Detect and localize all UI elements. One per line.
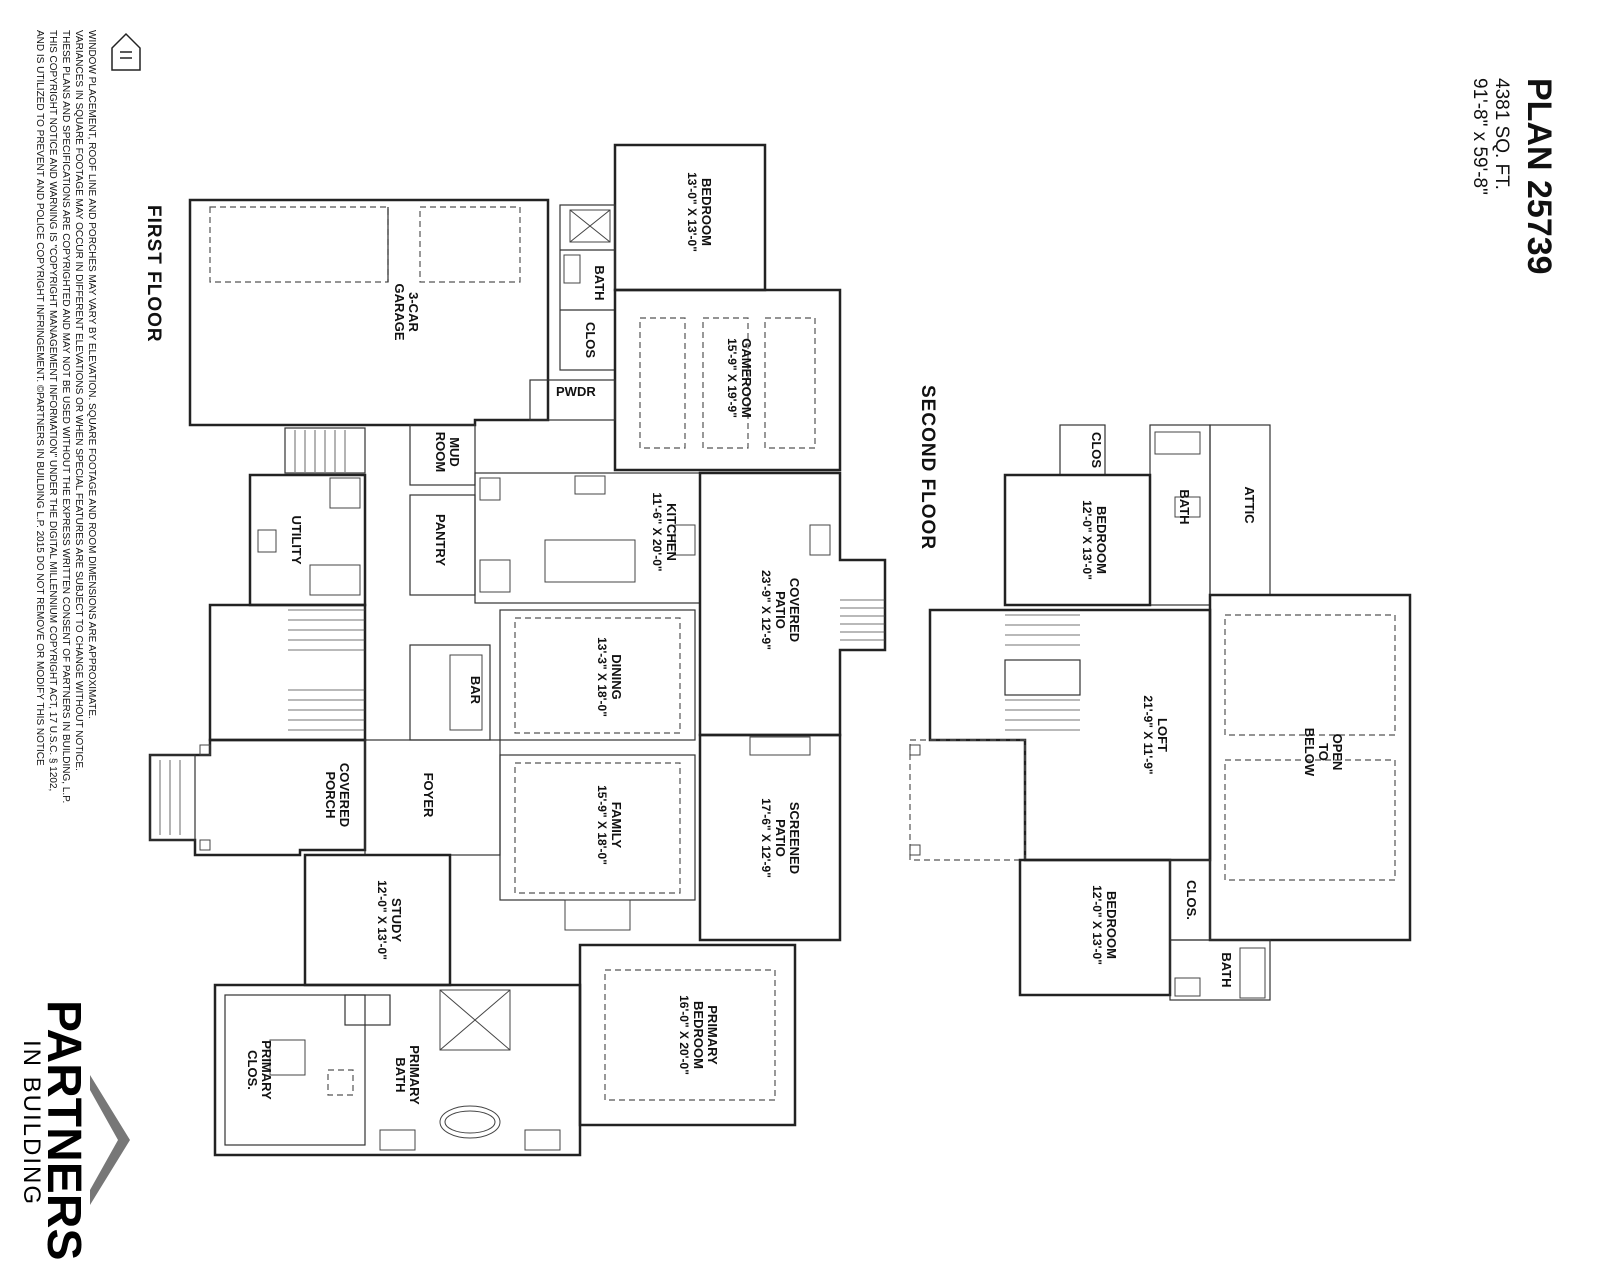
- dining-label: DINING: [609, 654, 624, 700]
- garage-label-2: GARAGE: [392, 283, 407, 340]
- kitchen-label: KITCHEN: [664, 503, 679, 561]
- note-line-1: WINDOW PLACEMENT, ROOF LINE AND PORCHES …: [86, 30, 97, 719]
- clos-rear-label: CLOS: [583, 322, 598, 358]
- note-line-5: AND IS UTILIZED TO PREVENT AND POLICE CO…: [34, 30, 45, 766]
- attic-label: ATTIC: [1242, 486, 1257, 524]
- first-floor-plan: [148, 143, 887, 1157]
- pantry-label: PANTRY: [433, 514, 448, 566]
- plan-title-block: PLAN 25739 4381 SQ. FT. 91'-8" x 59'-8": [1469, 78, 1558, 275]
- study-label: STUDY: [389, 898, 404, 942]
- screened-patio-label-2: PATIO: [773, 819, 788, 857]
- pwdr-label: PWDR: [556, 384, 596, 399]
- sf-bath-top-label: BATH: [1177, 489, 1192, 524]
- sf-bedroom-bottom-dim: 12'-0" X 13'-0": [1090, 885, 1104, 965]
- primary-bath-label-1: PRIMARY: [407, 1045, 422, 1105]
- note-line-2: VARIANCES IN SQUARE FOOTAGE MAY OCCUR IN…: [73, 30, 84, 771]
- equal-housing-icon: [111, 32, 141, 71]
- study-dim: 12'-0" X 13'-0": [375, 880, 389, 960]
- family-label: FAMILY: [609, 802, 624, 849]
- sf-bedroom-top-dim: 12'-0" X 13'-0": [1080, 500, 1094, 580]
- first-floor-title: FIRST FLOOR: [143, 205, 164, 343]
- gameroom-dim: 15'-9" X 19'-9": [725, 338, 739, 418]
- foyer-label: FOYER: [421, 773, 436, 818]
- covered-patio-label-2: PATIO: [773, 591, 788, 629]
- note-line-3: THESE PLANS AND SPECIFICATIONS ARE COPYR…: [60, 30, 71, 803]
- sf-clos-bottom-label: CLOS.: [1184, 880, 1199, 920]
- bar-label: BAR: [468, 676, 483, 705]
- screened-patio-dim: 17'-6" X 12'-9": [759, 798, 773, 878]
- covered-patio-label-1: COVERED: [787, 578, 802, 642]
- open-below-label-1: OPEN: [1330, 734, 1345, 771]
- covered-patio-dim: 23'-9" X 12'-9": [759, 570, 773, 650]
- primary-bedroom-label-2: BEDROOM: [691, 1001, 706, 1069]
- open-below-label-3: BELOW: [1302, 728, 1317, 777]
- sf-clos-label: CLOS: [1089, 432, 1104, 468]
- gameroom-label: GAMEROOM: [739, 338, 754, 417]
- partners-logo: PARTNERS IN BUILDING: [18, 1000, 130, 1260]
- primary-clos-label-1: PRIMARY: [259, 1040, 274, 1100]
- first-floor-labels: 3-CAR GARAGE BEDROOM 13'-0" X 13'-0" BAT…: [245, 172, 802, 1105]
- sf-bedroom-top-label: BEDROOM: [1094, 506, 1109, 574]
- primary-bedroom-label-1: PRIMARY: [705, 1005, 720, 1065]
- primary-bedroom-dim: 16'-0" X 20'-0": [677, 995, 691, 1075]
- brand-name: PARTNERS: [37, 1000, 90, 1260]
- kitchen-dim: 11'-6" X 20'-0": [650, 492, 664, 571]
- dining-dim: 13'-3" X 18'-0": [595, 637, 609, 717]
- second-floor-title: SECOND FLOOR: [917, 385, 938, 550]
- sf-bath-bottom-label: BATH: [1219, 952, 1234, 987]
- covered-porch-label-1: COVERED: [337, 763, 352, 827]
- loft-label: LOFT: [1155, 718, 1170, 752]
- sf-bedroom-bottom-label: BEDROOM: [1104, 891, 1119, 959]
- garage-label-1: 3-CAR: [406, 292, 421, 332]
- open-below-label-2: TO: [1316, 743, 1331, 761]
- chevron-logo-icon: [90, 1075, 130, 1205]
- mud-label-1: MUD: [447, 437, 462, 467]
- loft-dim: 21'-9" X 11'-9": [1141, 695, 1155, 774]
- bath-rear-label: BATH: [592, 265, 607, 300]
- plan-title: PLAN 25739: [1520, 78, 1558, 275]
- bedroom-rear-label: BEDROOM: [699, 178, 714, 246]
- primary-bath-label-2: BATH: [393, 1057, 408, 1092]
- second-floor-plan: [909, 424, 1412, 1001]
- second-floor-labels: CLOS BATH ATTIC BEDROOM 12'-0" X 13'-0" …: [1080, 432, 1345, 988]
- copyright-notes: WINDOW PLACEMENT, ROOF LINE AND PORCHES …: [34, 30, 97, 803]
- brand-sub: IN BUILDING: [18, 1040, 45, 1206]
- bedroom-rear-dim: 13'-0" X 13'-0": [685, 172, 699, 252]
- screened-patio-label-1: SCREENED: [787, 802, 802, 874]
- plan-area: 4381 SQ. FT.: [1491, 78, 1512, 190]
- mud-label-2: ROOM: [433, 432, 448, 472]
- utility-label: UTILITY: [289, 515, 304, 564]
- note-line-4: THIS COPYRIGHT NOTICE AND WARNING IS "CO…: [47, 30, 58, 791]
- covered-porch-label-2: PORCH: [323, 772, 338, 819]
- primary-clos-label-2: CLOS.: [245, 1050, 260, 1090]
- family-dim: 15'-9" X 18'-0": [595, 785, 609, 865]
- plan-dimensions: 91'-8" x 59'-8": [1469, 78, 1490, 195]
